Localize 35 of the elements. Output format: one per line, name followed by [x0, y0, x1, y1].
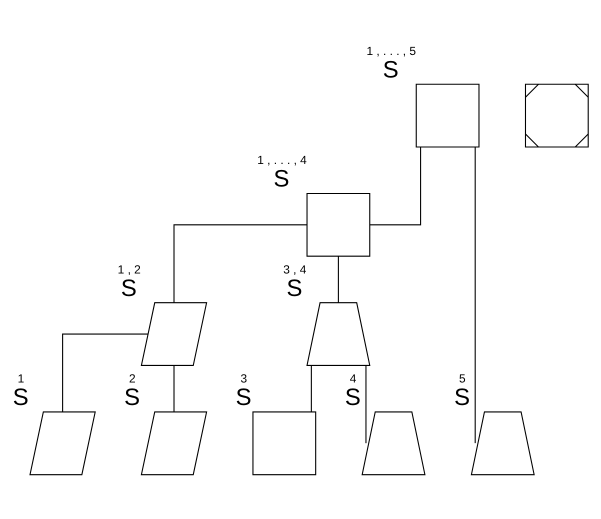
node-label: 1 , . . . , 4: [257, 152, 307, 167]
connector: [338, 256, 339, 302]
node-label: 5: [458, 371, 466, 386]
node-label: 1: [18, 371, 24, 386]
node-box: [416, 83, 480, 148]
node-parallelogram: [29, 410, 96, 475]
node-label: S: [124, 384, 140, 411]
node-parallelogram: [140, 302, 208, 366]
node-label: 3 , 4: [283, 262, 306, 276]
node-label: 2: [129, 371, 136, 386]
node-label: 3: [240, 371, 248, 386]
node-label: S: [236, 384, 252, 411]
node-box: [252, 410, 316, 475]
node-label: S: [274, 165, 290, 192]
connector: [173, 365, 175, 412]
connector: [310, 365, 312, 412]
node-box: [306, 192, 370, 256]
connector: [474, 146, 476, 443]
node-label: S: [286, 274, 302, 302]
node-parallelogram: [140, 410, 208, 475]
node-label: 4: [350, 371, 356, 386]
connector: [62, 333, 148, 412]
node-label: 1 , 2: [118, 262, 141, 276]
node-label: S: [120, 274, 137, 302]
node-trapezium: [306, 302, 370, 366]
node-label: S: [344, 384, 361, 411]
node-label: 1 , . . . , 5: [366, 43, 416, 58]
node-label: S: [12, 384, 29, 411]
connector: [173, 224, 307, 302]
node-label: S: [454, 384, 470, 411]
node-trapezium: [470, 410, 535, 475]
connector: [365, 365, 366, 443]
node-trapezium: [362, 410, 426, 475]
node-label: S: [382, 56, 399, 83]
connector: [370, 146, 422, 225]
